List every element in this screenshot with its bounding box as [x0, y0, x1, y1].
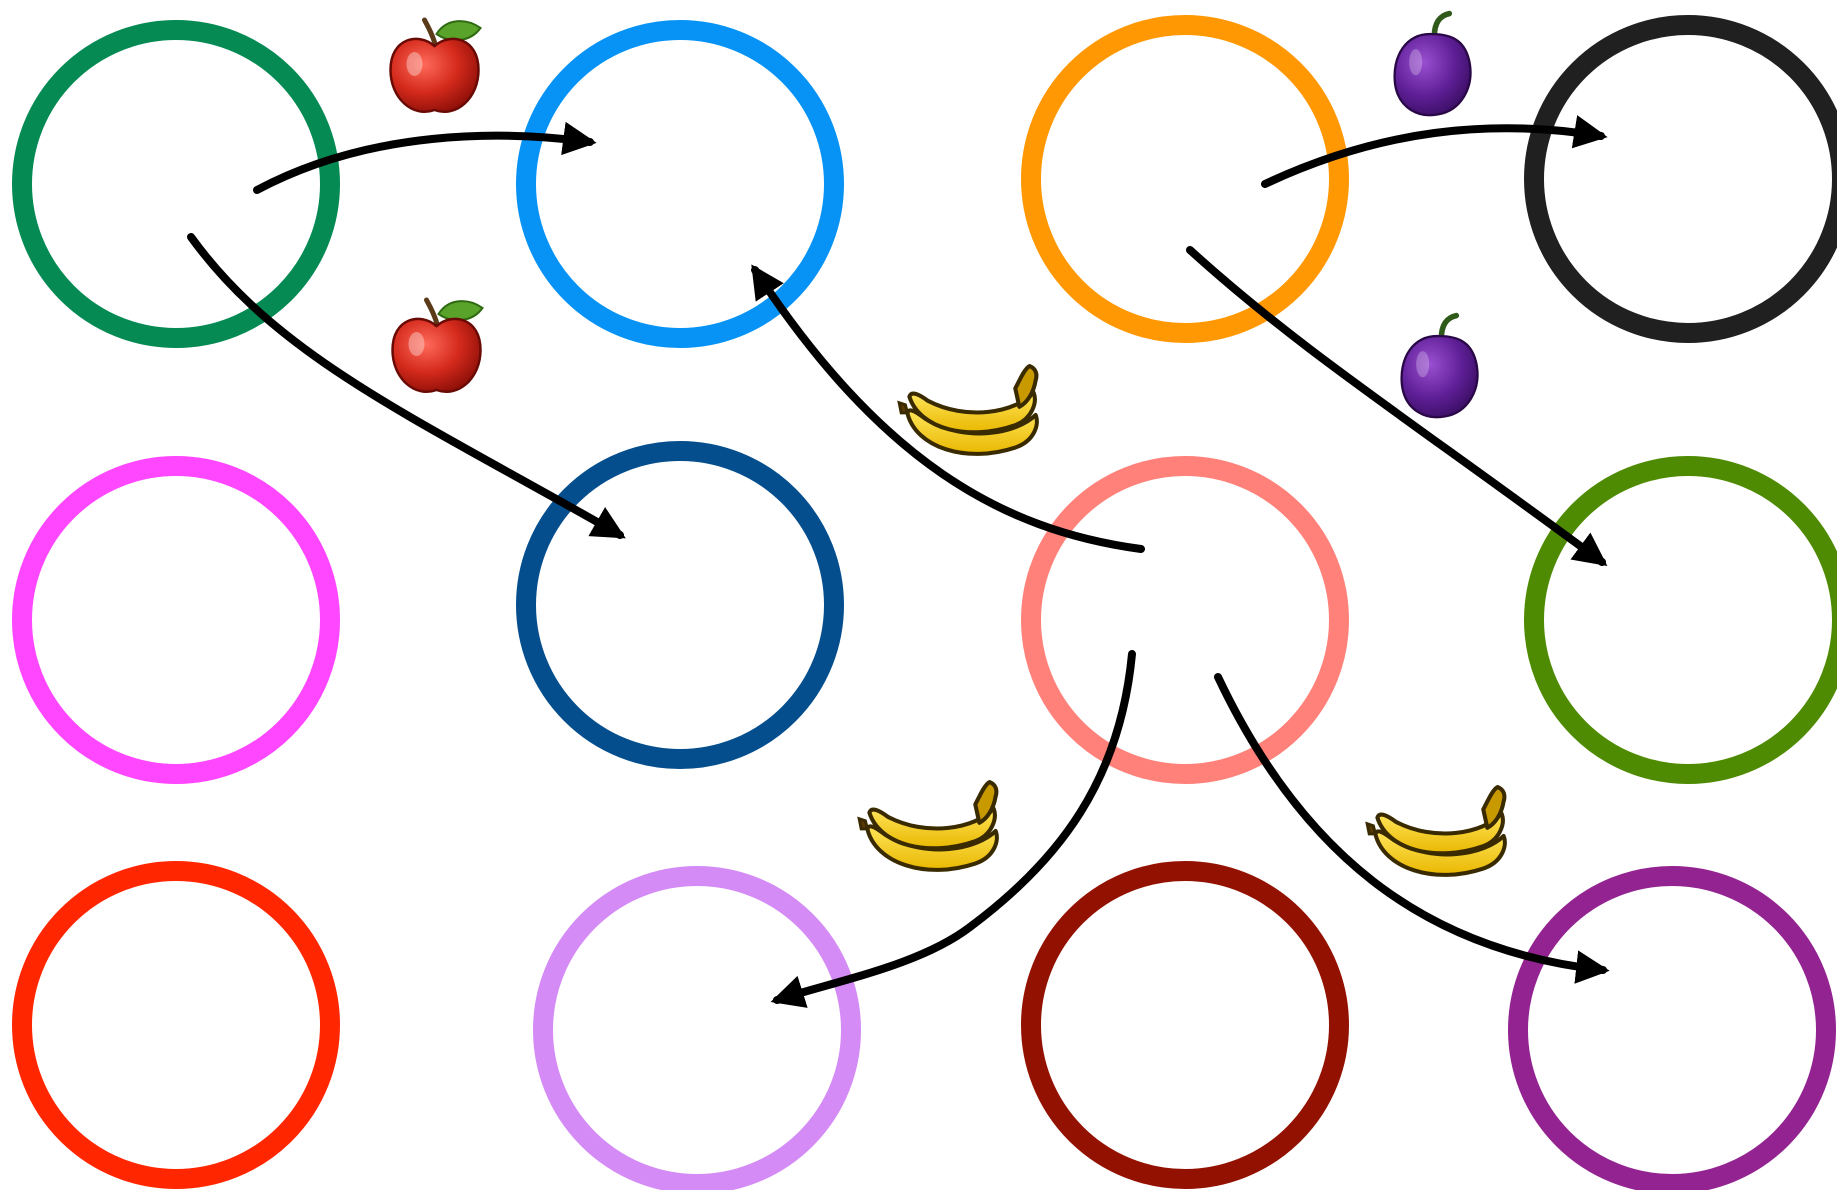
edge-orange-to-olive-green	[1190, 250, 1602, 562]
node-sky-blue	[526, 30, 834, 338]
node-lavender	[543, 876, 851, 1184]
edge-layer	[191, 128, 1603, 1000]
node-black	[1534, 25, 1837, 333]
apple-icon	[391, 20, 481, 112]
node-navy	[526, 451, 834, 759]
plum-icon	[1395, 14, 1471, 116]
node-green	[22, 30, 330, 338]
node-dark-red	[1031, 871, 1339, 1179]
node-salmon	[1031, 466, 1339, 774]
node-magenta	[22, 466, 330, 774]
banana-icon	[859, 782, 997, 870]
plum-icon	[1402, 316, 1478, 418]
node-orange	[1031, 25, 1339, 333]
node-olive-green	[1534, 466, 1837, 774]
banana-icon	[899, 366, 1037, 454]
node-purple	[1518, 876, 1826, 1184]
edge-orange-to-black	[1265, 128, 1601, 184]
apple-icon	[393, 300, 483, 392]
banana-icon	[1367, 787, 1505, 875]
node-red	[22, 871, 330, 1179]
node-layer	[22, 25, 1837, 1184]
